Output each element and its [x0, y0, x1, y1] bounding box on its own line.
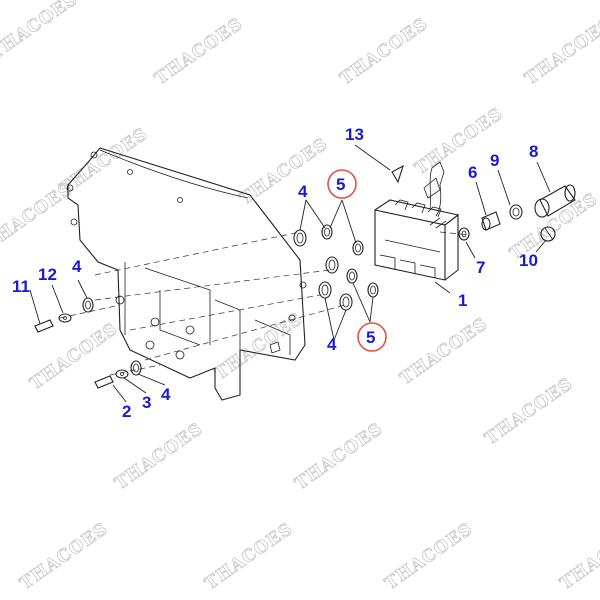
watermark-text: THACOES — [556, 519, 600, 594]
callout-12: 12 — [38, 265, 57, 284]
watermark-text: THACOES — [381, 519, 476, 594]
watermark-text: THACOES — [236, 134, 331, 209]
solenoid-valve-block — [374, 161, 460, 281]
callout-4: 4 — [298, 182, 308, 201]
watermark-text: THACOES — [481, 374, 576, 449]
fasteners — [34, 313, 129, 389]
callout-9: 9 — [490, 151, 499, 170]
callout-3: 3 — [142, 393, 151, 412]
callout-13: 13 — [345, 125, 364, 144]
watermark-text: THACOES — [0, 179, 77, 254]
watermark-text: THACOES — [336, 14, 431, 89]
callout-5: 5 — [366, 328, 375, 347]
callout-4: 4 — [327, 335, 337, 354]
watermark-text: THACOES — [16, 519, 111, 594]
watermark-text: THACOES — [151, 14, 246, 89]
callout-1: 1 — [458, 291, 467, 310]
highlight-circle — [327, 169, 357, 199]
fittings — [458, 204, 523, 241]
watermark-text: THACOES — [521, 14, 600, 89]
callout-10: 10 — [519, 251, 538, 270]
watermark-text: THACOES — [291, 419, 386, 494]
callout-labels: 1 2 3 4 4 4 4 5 5 6 7 8 9 10 11 12 13 — [12, 125, 538, 421]
leader-lines — [29, 144, 551, 403]
callout-2: 2 — [122, 402, 131, 421]
highlight-circle — [357, 322, 387, 352]
clip-part-13 — [391, 164, 404, 184]
watermark-text: THACOES — [201, 519, 296, 594]
callout-8: 8 — [529, 142, 538, 161]
pressure-sensor — [534, 184, 576, 242]
callout-4: 4 — [72, 257, 82, 276]
watermark-text: THACOES — [26, 319, 121, 394]
seal-rings — [82, 224, 379, 376]
watermark-text: THACOES — [211, 309, 306, 384]
callout-4: 4 — [161, 385, 171, 404]
watermark-text: THACOES — [111, 419, 206, 494]
callout-11: 11 — [12, 277, 30, 296]
callout-7: 7 — [476, 258, 485, 277]
watermark-text: THACOES — [0, 0, 82, 64]
watermark-text: THACOES — [396, 314, 491, 389]
assembly-axes — [59, 231, 471, 376]
callout-6: 6 — [468, 163, 477, 182]
callout-5: 5 — [336, 175, 345, 194]
